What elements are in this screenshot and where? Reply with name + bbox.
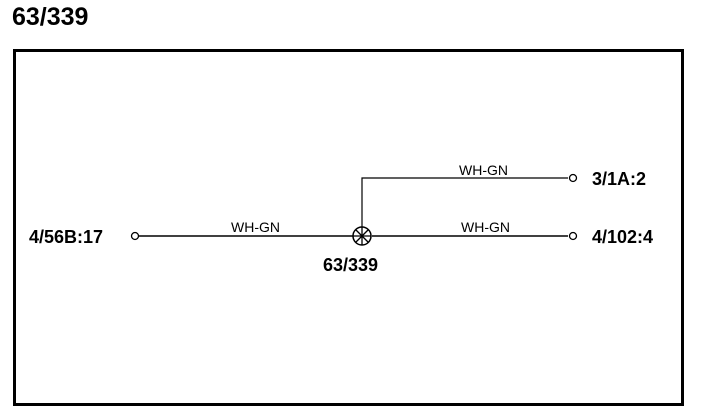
terminal-right-top-connector-icon bbox=[568, 173, 578, 183]
splice-label: 63/339 bbox=[323, 255, 378, 275]
terminal-label-right-top: 3/1A:2 bbox=[592, 169, 646, 189]
wire-label-right-bottom: WH-GN bbox=[461, 219, 510, 235]
wire-label-right-top: WH-GN bbox=[459, 162, 508, 178]
terminal-left-connector-icon bbox=[130, 231, 140, 241]
wire-label-left: WH-GN bbox=[231, 219, 280, 235]
terminal-label-left: 4/56B:17 bbox=[29, 227, 103, 247]
terminal-label-right-bottom: 4/102:4 bbox=[592, 227, 653, 247]
wire-right-top bbox=[361, 177, 568, 227]
terminal-right-bottom-connector-icon bbox=[568, 231, 578, 241]
diagram-frame bbox=[13, 49, 684, 406]
page-title: 63/339 bbox=[12, 3, 89, 31]
splice-icon bbox=[352, 226, 372, 246]
